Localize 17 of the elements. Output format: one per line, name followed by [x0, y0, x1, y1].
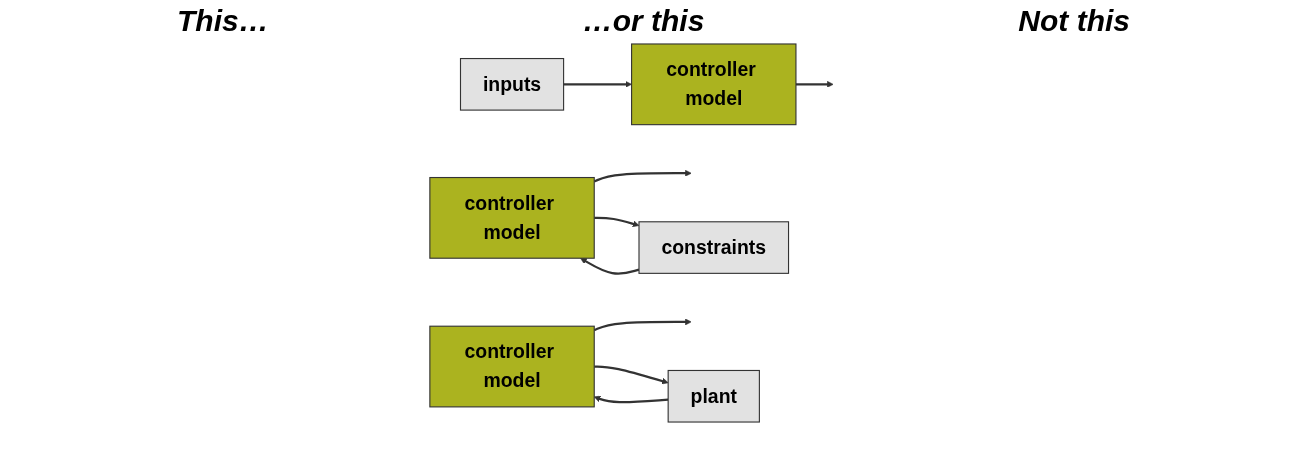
- node-box: constraints: [637, 221, 789, 274]
- arrow: [593, 365, 668, 385]
- arrow: [593, 216, 639, 228]
- node-box: controller model: [630, 43, 796, 126]
- section-heading: …or this: [582, 4, 705, 38]
- node-box: plant: [667, 369, 760, 423]
- section-heading: This…: [177, 4, 269, 38]
- arrow: [563, 81, 632, 88]
- node-box: controller model: [428, 176, 595, 259]
- section-heading: Not this: [1018, 4, 1130, 38]
- node-box: inputs: [459, 58, 564, 111]
- arrow: [593, 395, 668, 404]
- arrow: [593, 169, 692, 183]
- arrow: [795, 81, 834, 88]
- arrow: [579, 257, 639, 275]
- node-box: controller model: [428, 325, 595, 408]
- arrow: [593, 318, 692, 332]
